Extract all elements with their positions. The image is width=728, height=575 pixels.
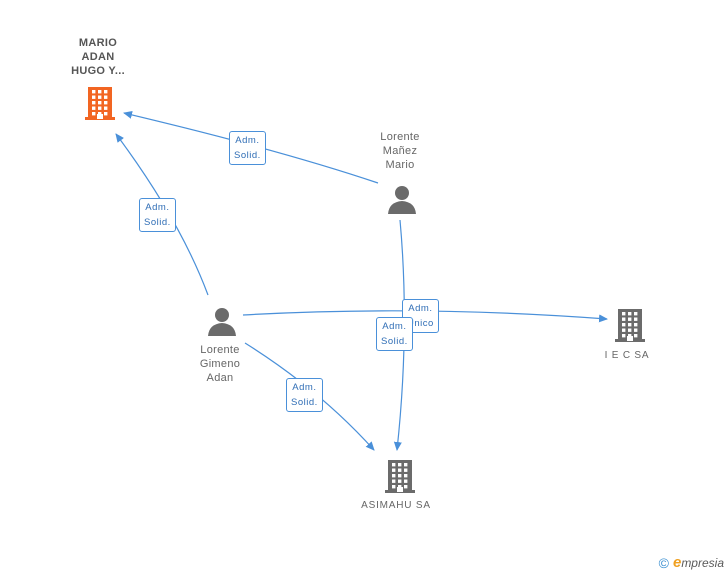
node-lorente_manez[interactable] [387,185,417,215]
edge-label-line: Solid. [381,336,408,347]
node-label-line: Mañez [382,145,418,157]
node-asimahu[interactable] [384,458,416,494]
edge-label-lorente_gimeno-to-mario_adan[interactable]: Adm. Solid. [139,198,176,232]
edge-label-line: Adm. [235,135,260,146]
node-label-line: Mario [385,159,415,171]
node-label-line: Gimeno [199,358,241,370]
node-label-asimahu[interactable]: ASIMAHU SA [361,499,431,513]
building-icon [385,460,415,493]
footer-brand: © empresia [659,554,724,571]
node-label-line: ASIMAHU SA [361,500,431,511]
node-label-line: HUGO Y... [71,65,125,77]
person-icon [208,308,236,336]
node-label-line: ADAN [81,51,115,63]
edge-label-line: Adm. [145,202,170,213]
edge-label-lorente_manez-to-mario_adan[interactable]: Adm. Solid. [229,131,266,165]
node-label-line: Adan [206,372,234,384]
edge-label-line: Solid. [234,150,261,161]
node-label-line: Lorente [200,344,240,356]
edge-label-line: Adm. [408,303,433,314]
edge-label-line: Solid. [291,397,318,408]
node-label-iec[interactable]: I E C SA [605,349,650,363]
node-label-line: I E C SA [604,350,650,361]
edge-label-line: Unico [407,318,434,329]
edge-label-line: Solid. [144,217,171,228]
node-label-line: Lorente [380,131,420,143]
edge-label-lorente_gimeno-to-asimahu[interactable]: Adm. Solid. [286,378,323,412]
building-icon [85,87,115,120]
node-lorente_gimeno[interactable] [207,307,237,337]
node-label-mario_adan[interactable]: MARIO ADAN HUGO Y... [71,36,125,78]
edge-label-lorente_manez-to-asimahu[interactable]: Adm. Solid. [376,317,413,351]
copyright-symbol: © [658,554,669,571]
edge-label-line: Adm. [382,321,407,332]
brand-logo: empresia [672,554,724,571]
node-iec[interactable] [614,307,646,343]
node-mario_adan[interactable] [84,85,116,121]
edge-label-line: Adm. [292,382,317,393]
person-icon [388,186,416,214]
node-label-line: MARIO [78,37,118,49]
building-icon [615,309,645,342]
